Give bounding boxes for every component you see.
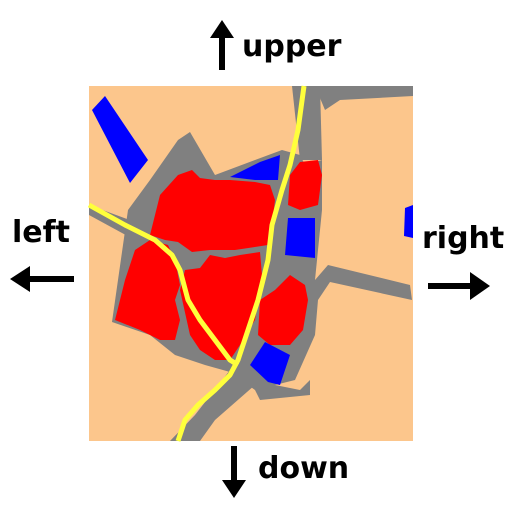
- arrow-down-icon: [222, 446, 246, 498]
- lower-road-2: [250, 380, 310, 400]
- main-road: [175, 85, 307, 442]
- arrow-left-icon: [10, 266, 74, 292]
- blue-area-s: [250, 342, 290, 385]
- main-road-branch: [87, 202, 240, 368]
- buildings: [115, 160, 322, 360]
- building-block-ne: [288, 160, 322, 210]
- building-block-w: [115, 240, 180, 340]
- arrow-right-icon: [428, 272, 490, 300]
- upper-road-2: [315, 86, 413, 110]
- direction-label-right: right: [422, 221, 505, 256]
- blue-area-nw: [92, 96, 148, 183]
- blue-area-n: [230, 155, 280, 180]
- lower-road: [170, 370, 255, 441]
- direction-label-left: left: [12, 215, 71, 250]
- blue-area-far-e: [404, 205, 413, 238]
- direction-label-upper: upper: [242, 29, 342, 64]
- blue-area-e: [285, 218, 315, 258]
- blue-areas: [92, 96, 413, 385]
- building-block-e: [258, 275, 308, 345]
- building-block-nw: [150, 170, 275, 252]
- building-block-center: [180, 252, 262, 360]
- arrow-up-icon: [210, 20, 234, 70]
- direction-label-down: down: [258, 451, 350, 486]
